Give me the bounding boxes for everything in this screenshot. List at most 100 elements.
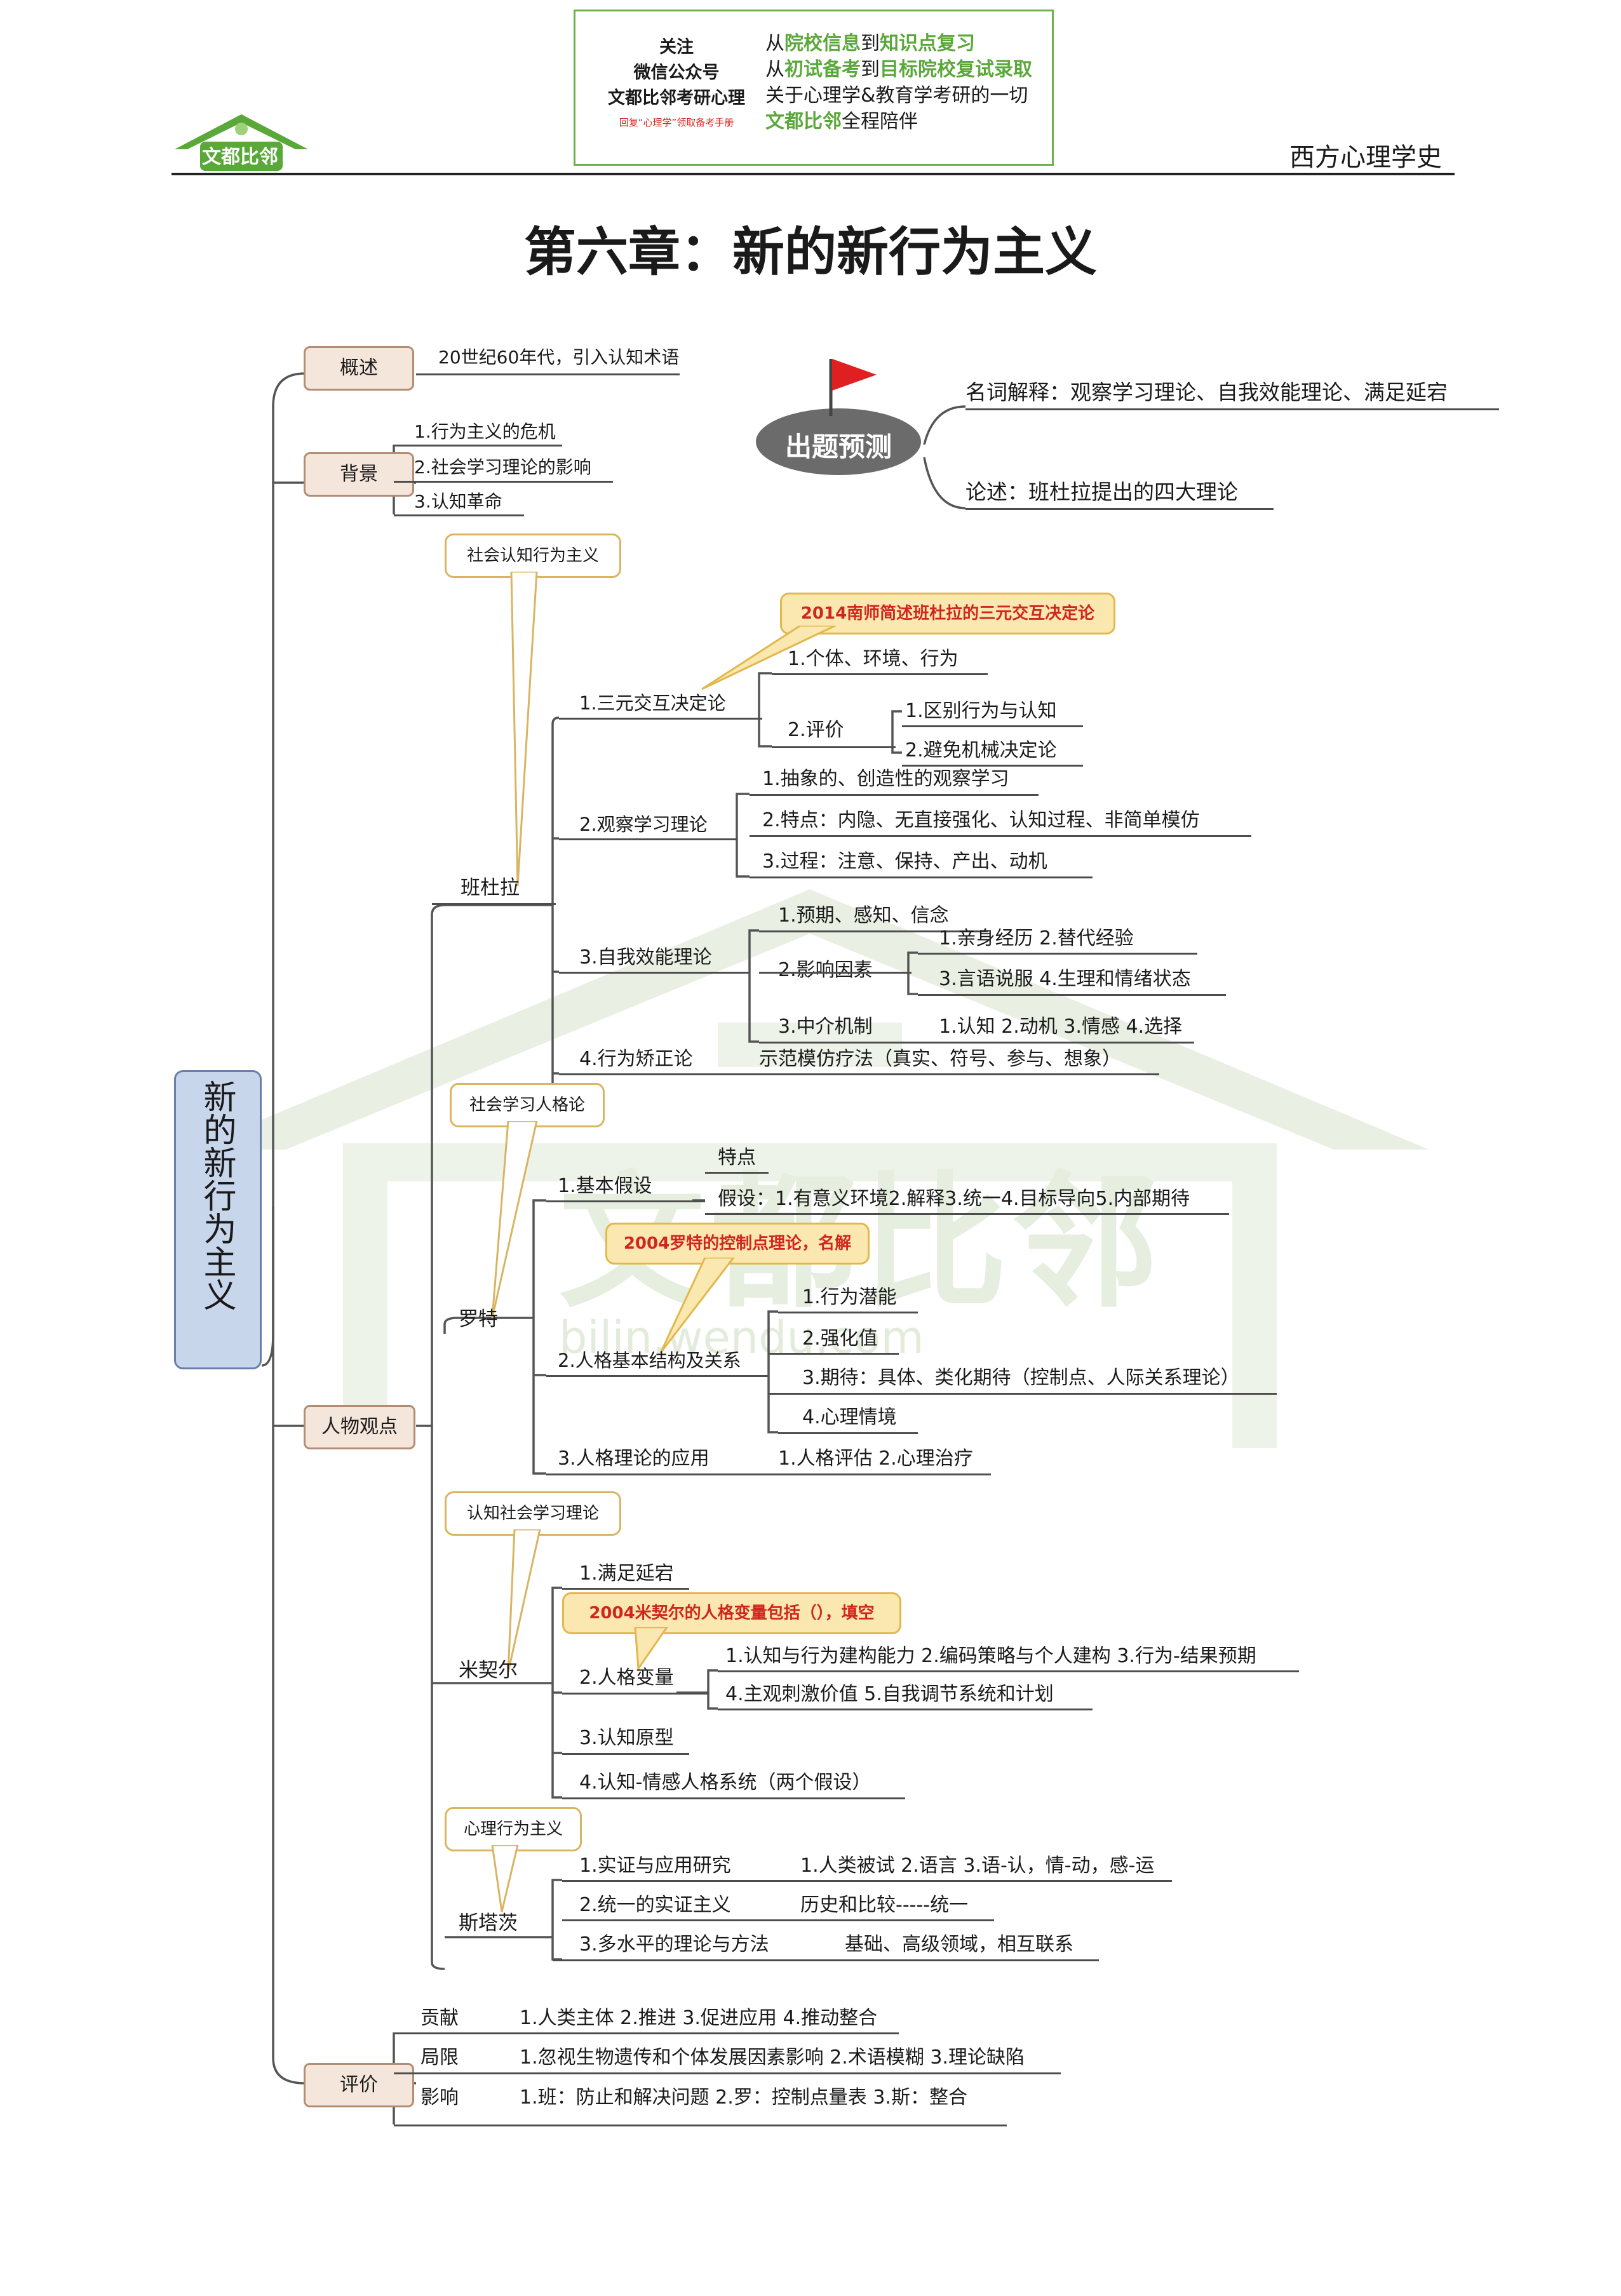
header-slogan-highlight: 初试备考	[784, 58, 861, 81]
prediction-item-2: 论述：班杜拉提出的四大理论	[965, 480, 1238, 504]
s3-ul	[553, 1959, 1099, 1961]
header-box-right: 从院校信息到知识点复习从初试备考到目标院校复试录取关于心理学&教育学考研的一切文…	[765, 30, 1032, 135]
r2-ul	[546, 1375, 769, 1377]
header-box-left: 关注 微信公众号 文都比邻考研心理 回复“心理学”领取备考手册	[584, 35, 769, 134]
bandura-b4-1: 示范模仿疗法（真实、符号、参与、想象）	[759, 1048, 1121, 1070]
mischel-m2-1: 1.认知与行为建构能力 2.编码策略与个人建构 3.行为-结果预期	[725, 1645, 1256, 1667]
rotter-r2-1: 1.行为潜能	[802, 1286, 897, 1308]
background-item-2: 2.社会学习理论的影响	[414, 457, 591, 478]
r2-2-ul	[769, 1353, 899, 1355]
influence-ul	[394, 2125, 1007, 2126]
b3-3-ul	[759, 1042, 924, 1044]
bandura-b2-1: 1.抽象的、创造性的观察学习	[762, 768, 1009, 790]
logo-house-icon	[175, 114, 308, 171]
bandura-b1: 1.三元交互决定论	[579, 692, 726, 714]
b2-ul	[559, 838, 737, 840]
note-rotter-pointer	[491, 1121, 538, 1319]
staats-s1: 1.实证与应用研究	[579, 1855, 731, 1877]
header-slogan-text: 到	[861, 58, 880, 81]
b2-1-ul	[750, 794, 1039, 796]
bandura-b3-2-1: 1.亲身经历 2.替代经验	[939, 927, 1134, 950]
evaluation-influence-text: 1.班：防止和解决问题 2.罗：控制点量表 3.斯：整合	[520, 2086, 967, 2109]
note-staats-pointer	[491, 1845, 519, 1912]
b3-ul	[559, 972, 750, 974]
r2-1-ul	[778, 1312, 918, 1313]
rotter-r2-2: 2.强化值	[802, 1327, 878, 1350]
bandura-b3-3-1: 1.认知 2.动机 3.情感 4.选择	[939, 1016, 1183, 1038]
header-account: 文都比邻考研心理	[608, 88, 745, 108]
rotter-r3-1: 1.人格评估 2.心理治疗	[778, 1447, 973, 1470]
header-slogan-text: 全程陪伴	[842, 111, 918, 133]
bandura-b3-3: 3.中介机制	[778, 1016, 873, 1038]
background-item-1: 1.行为主义的危机	[414, 421, 556, 442]
bandura-name: 班杜拉	[461, 876, 520, 899]
rotter-r2-3: 3.期待：具体、类化期待（控制点、人际关系理论）	[802, 1367, 1240, 1389]
r1-1-ul	[705, 1172, 769, 1174]
note-mischel: 认知社会学习理论	[445, 1491, 621, 1536]
bandura-b1-2-1: 1.区别行为与认知	[905, 700, 1057, 722]
evaluation-influence: 影响	[420, 2086, 459, 2109]
note-staats: 心理行为主义	[445, 1807, 582, 1851]
evaluation-contrib-text: 1.人类主体 2.推进 3.促进应用 4.推动整合	[520, 2007, 878, 2029]
logo-text: 文都比邻	[202, 146, 278, 168]
bandura-b1-1: 1.个体、环境、行为	[788, 648, 958, 670]
bandura-b1-2-2: 2.避免机械决定论	[905, 739, 1057, 762]
bandura-b2-2: 2.特点：内隐、无直接强化、认知过程、非简单模仿	[762, 809, 1200, 831]
watermark-house	[191, 889, 1429, 1448]
pred-ul-1	[965, 408, 1499, 410]
b1-1-ul	[772, 673, 988, 675]
mischel-m2-2: 4.主观刺激价值 5.自我调节系统和计划	[725, 1683, 1054, 1705]
note-bandura-pointer	[510, 572, 538, 887]
b3-2-1-ul	[918, 953, 1197, 955]
exam-bandura-pointer	[701, 626, 836, 690]
s1-ul	[562, 1880, 1172, 1882]
header-follow: 关注	[659, 37, 694, 57]
node-background: 背景	[304, 452, 414, 497]
rotter-r2-4: 4.心理情境	[802, 1406, 897, 1428]
watermark-url: bilin.wendu.com	[559, 1312, 924, 1364]
b3-2-2-ul	[918, 994, 1226, 996]
evaluation-limit-text: 1.忽视生物遗传和个体发展因素影响 2.术语模糊 3.理论缺陷	[520, 2046, 1025, 2069]
bandura-b3-1: 1.预期、感知、信念	[778, 904, 949, 927]
header-slogan-highlight: 目标院校复试录取	[880, 58, 1032, 81]
m2-2-ul	[718, 1709, 1093, 1710]
staats-s2: 2.统一的实证主义	[579, 1894, 731, 1916]
staats-s3-1: 基础、高级领域，相互联系	[845, 1933, 1073, 1956]
header-slogan-highlight: 知识点复习	[880, 32, 975, 55]
rotter-r2: 2.人格基本结构及关系	[558, 1350, 741, 1371]
prediction-bubble	[756, 408, 921, 475]
contrib-ul	[394, 2032, 899, 2034]
pred-ul-2	[965, 508, 1274, 510]
b4-ul	[559, 1073, 1159, 1075]
bandura-b3-2: 2.影响因素	[778, 959, 873, 981]
mischel-m1: 1.满足延宕	[579, 1562, 674, 1585]
root-label: 新的新行为主义	[198, 1080, 236, 1311]
header-wechat: 微信公众号	[633, 63, 720, 83]
b3-3-1-ul	[924, 1042, 1194, 1044]
staats-s2-1: 历史和比较-----统一	[800, 1894, 969, 1916]
m3-ul	[562, 1753, 689, 1755]
evaluation-contrib: 贡献	[420, 2007, 459, 2029]
header-slogan-line: 关于心理学&教育学考研的一切	[765, 83, 1032, 109]
mischel-m4: 4.认知-情感人格系统（两个假设）	[579, 1771, 871, 1794]
staats-s3: 3.多水平的理论与方法	[579, 1933, 769, 1956]
node-people: 人物观点	[304, 1405, 415, 1449]
header-reply-note: 回复“心理学”领取备考手册	[619, 117, 734, 128]
note-rotter: 社会学习人格论	[450, 1083, 605, 1127]
header-slogan-highlight: 文都比邻	[765, 111, 842, 133]
exam-rotter: 2004罗特的控制点理论，名解	[605, 1223, 870, 1265]
b1-2-1-ul	[902, 725, 1083, 727]
overview-text: 20世纪60年代，引入认知术语	[438, 347, 680, 368]
prediction-item-1: 名词解释：观察学习理论、自我效能理论、满足延宕	[965, 380, 1448, 405]
bandura-b3-2-2: 3.言语说服 4.生理和情绪状态	[939, 968, 1191, 990]
staats-s1-1: 1.人类被试 2.语言 3.语-认，情-动，感-运	[800, 1855, 1155, 1877]
header-subject: 西方心理学史	[1289, 143, 1442, 172]
bandura-b1-2: 2.评价	[788, 719, 844, 741]
bandura-ul	[432, 903, 556, 905]
node-overview: 概述	[304, 346, 414, 391]
exam-mischel: 2004米契尔的人格变量包括（），填空	[562, 1592, 901, 1634]
root-node	[174, 1070, 262, 1369]
header-slogan-text: 从	[765, 58, 784, 81]
mischel-m2: 2.人格变量	[579, 1667, 674, 1689]
evaluation-limit: 局限	[420, 2046, 459, 2069]
